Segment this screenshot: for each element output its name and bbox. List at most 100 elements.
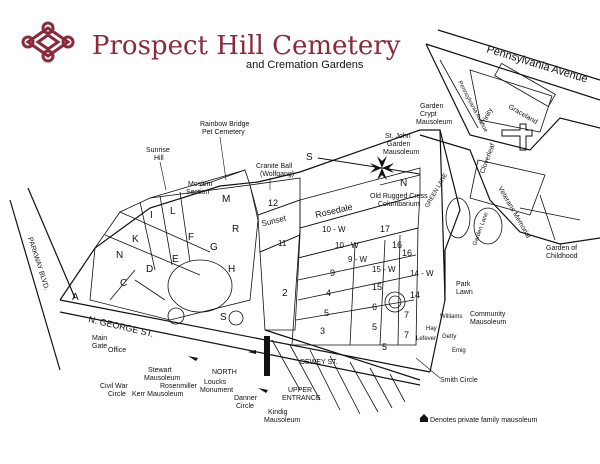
section-14: 14 [410,290,420,300]
upper-entrance-label: UPPER [288,387,312,394]
pennsylvania-avenue-small-label: Pennsylvania Avenue [456,80,488,134]
svg-text:Sunset: Sunset [261,213,288,228]
section-15: 15 [372,282,382,292]
section-s: S [220,312,227,323]
loucks-monument-label: Loucks [204,379,227,386]
legend-text: Denotes private family mausoleum [430,417,538,424]
compass-rose: S N [306,152,421,189]
compass-star-icon [370,156,394,180]
section-5b: 5 [382,342,387,352]
kerr-mausoleum-label: Kerr Mausoleum [132,391,184,398]
section-16: 16 [392,240,402,250]
section-11: 11 [278,239,287,248]
stewart-mausoleum-sub-label: Mausoleum [144,375,180,382]
section-numbers: 12 11 2 10 - W 10 - W 9 - W 9 4 5 3 17 1… [268,198,434,352]
williams-label: Williams [440,314,462,320]
garden-crypt-label: Garden [420,103,443,110]
rosenmiller-label: Rosenmiller [160,383,198,390]
smith-circle-label: Smith Circle [440,377,478,384]
dewey-street-area: DEWEY ST. [248,329,421,415]
n-george-street: N. GEORGE ST. [59,299,431,386]
loucks-monument-sub-label: Monument [200,387,233,394]
moslem-section-label: Moslem [188,181,213,188]
section-12: 12 [268,198,278,208]
section-10: 10 - W [335,241,359,250]
rosedale-label: Rosedale [314,202,353,220]
section-m: M [222,194,230,205]
section-9: 9 [330,268,335,278]
family-mausoleum-icon [420,414,428,422]
kindig-mausoleum-sub-label: Mausoleum [264,417,300,424]
civil-war-circle-label: Civil War [100,383,128,390]
numbered-sections-grid [249,167,421,346]
cloverleaf-label: Cloverleaf [479,143,496,175]
sunrise-hill-sub-label: Hill [154,155,164,162]
north-arrow-icon [188,356,198,361]
park-lawn-label: Park [456,281,471,288]
cranite-ball-label: Cranite Ball [256,163,293,170]
section-d: D [146,264,153,275]
garden-of-childhood-sub-label: Childhood [546,253,578,260]
sunset-garden-label: Sunset [261,213,288,228]
section-17: 17 [380,224,390,234]
emig-label: Emig [452,348,466,354]
st-john-sub-label: Garden [387,141,410,148]
celtic-knot-logo [21,21,75,63]
section-6b: 5 [372,322,377,332]
rainbow-bridge-sub-label: Pet Cemetery [202,129,245,136]
graceland-label: Graceland [507,104,539,126]
section-7a: 7 [404,310,409,320]
section-g: G [210,242,218,253]
section-f: F [188,232,194,243]
old-rugged-cross-label: Old Rugged Cross [370,193,428,200]
cemetery-subtitle: and Cremation Gardens [246,59,364,71]
west-sections [89,169,259,326]
section-i: I [150,210,153,221]
section-16b: 16 [402,248,412,258]
green-lane-label: GREEN LANE [425,172,450,209]
legend: Denotes private family mausoleum [420,414,538,424]
getty-label: Getty [442,334,456,340]
parkway-blvd: PARKWAY BLVD. [9,187,76,371]
compass-n: N [400,178,407,189]
section-7b: 7 [404,330,409,340]
upper-entrance-arrow-icon [258,388,268,393]
cranite-ball-sub-label: (Wolfgang) [260,171,294,178]
section-14-w: 14 - W [410,269,434,278]
cemetery-outer-boundary [59,129,446,373]
section-2: 2 [282,288,288,299]
parkway-blvd-label: PARKWAY BLVD. [26,236,50,291]
garden-crypt-sub-label: Crypt [420,111,437,118]
cemetery-title: Prospect Hill Cemetery [92,31,401,61]
section-c: C [120,278,127,289]
section-l: L [170,206,176,217]
section-e: E [172,254,179,265]
section-n: N [116,250,123,261]
section-15-w: 15 - W [372,265,396,274]
community-mausoleum-sub-label: Mausoleum [470,319,506,326]
compass-s: S [306,152,313,163]
section-10-w: 10 - W [322,225,346,234]
st-john-sub2-label: Mausoleum [383,149,419,156]
east-lawns: Veterans Memorial Cloverleaf GREEN LANE … [419,129,600,300]
danner-circle-label: Danner [234,395,258,402]
section-3: 3 [320,326,325,336]
chapel-cross-icon [501,123,533,151]
sunrise-hill-label: Sunrise [146,147,170,154]
rainbow-bridge-label: Rainbow Bridge [200,121,250,128]
section-5: 5 [324,308,329,318]
lefever-label: Lefever [416,336,436,342]
moslem-section-sub-label: Section [186,189,209,196]
garden-crypt-sub2-label: Mausoleum [416,119,452,126]
upper-entrance-sub-label: ENTRANCE [282,395,321,402]
office-label: Office [108,347,126,354]
kindig-mausoleum-label: Kindig [268,409,288,416]
section-6a: 6 [372,302,377,312]
section-4: 4 [326,288,331,298]
section-letters: A C D E F G H I K L M N R S [72,194,239,323]
community-mausoleum-label: Community [470,311,506,318]
section-k: K [132,234,139,245]
main-gate-label: Main [92,335,107,342]
pennsylvania-avenue-road: Pennsylvania Avenue [425,29,600,101]
section-9-w: 9 - W [348,255,368,264]
